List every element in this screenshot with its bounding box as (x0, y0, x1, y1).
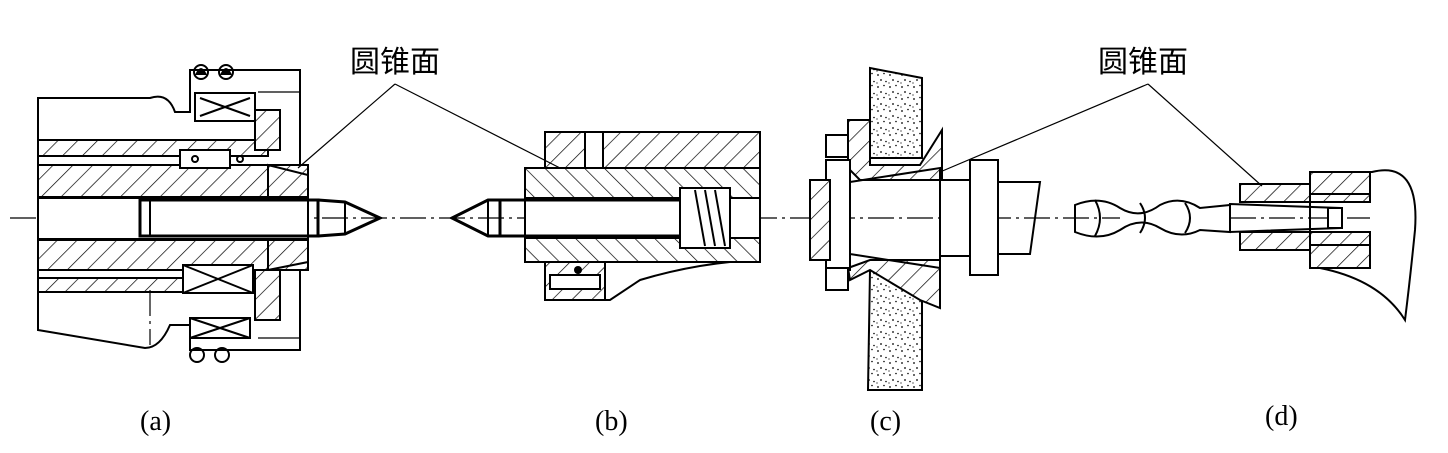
caption-b: (b) (595, 406, 628, 437)
left-annotation-label: 圆锥面 (350, 45, 440, 80)
figure-a-spindle (37, 64, 384, 363)
caption-c: (c) (870, 406, 901, 437)
caption-d: (d) (1265, 401, 1298, 432)
leader-line-c (939, 83, 1149, 173)
figure-d-drill (1074, 169, 1417, 323)
leader-line-d (1147, 83, 1263, 187)
leader-line-a (297, 83, 396, 169)
leader-line-b (394, 83, 561, 169)
annotation-left: 圆锥面 (297, 45, 561, 169)
figure-c-grinding-wheel (809, 66, 1042, 391)
annotation-right: 圆锥面 (939, 45, 1263, 187)
caption-a: (a) (140, 406, 171, 437)
right-annotation-label: 圆锥面 (1098, 45, 1188, 80)
figure-b-tailstock (448, 131, 761, 301)
